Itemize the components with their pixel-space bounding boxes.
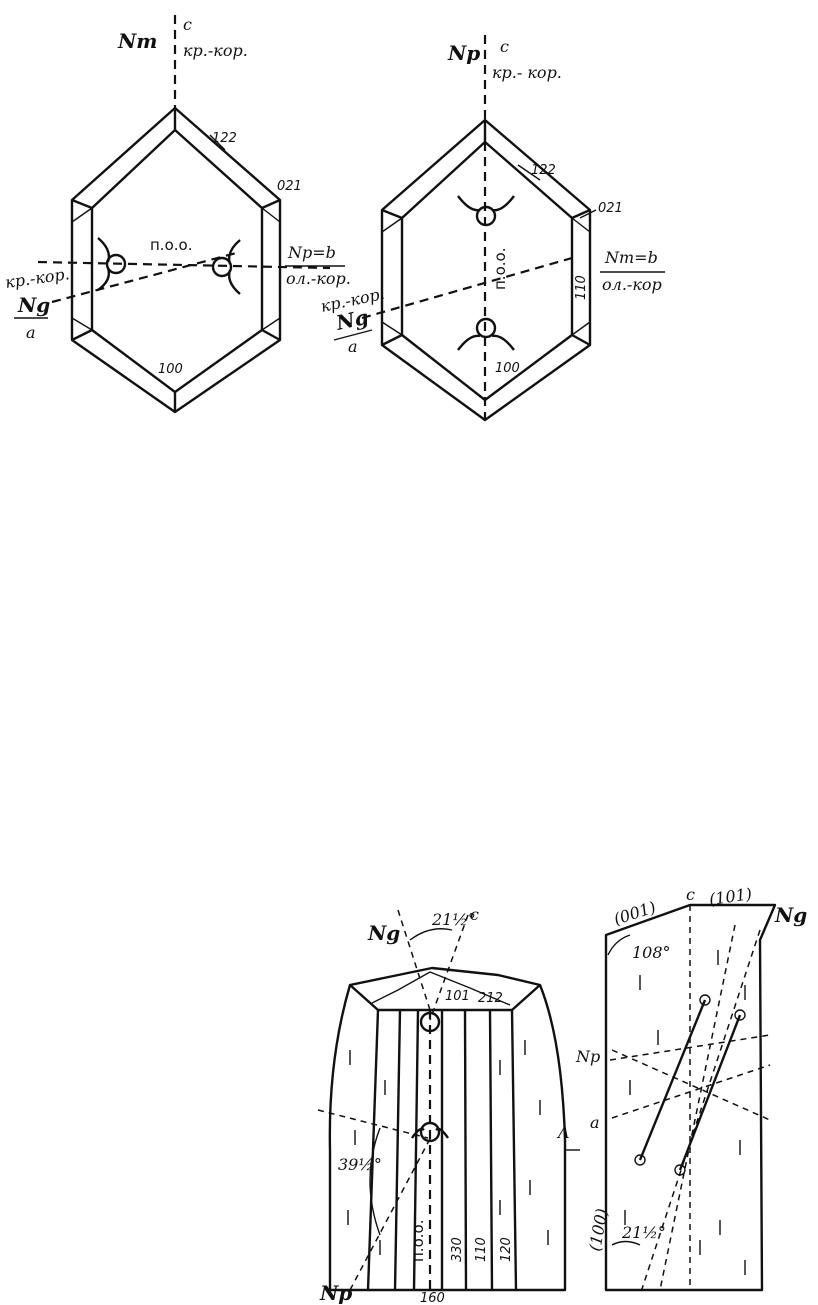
face-100-label: (100)	[585, 1207, 611, 1253]
face-101-label: 101	[445, 989, 470, 1004]
optic-axial-plane-label: п.о.о.	[150, 236, 192, 254]
face-021-label: 021	[277, 179, 302, 194]
a-label: a	[590, 1113, 600, 1132]
ng-label: Ng	[17, 293, 50, 317]
prism-outline	[330, 968, 565, 1290]
crystal-inner-outline	[402, 142, 572, 400]
ng-label: Ng	[774, 903, 807, 927]
olkor-label: ол.-кор.	[286, 269, 351, 288]
crystal-figure-4: (001) c (101) Ng 108° Np a (100) 21½°	[575, 884, 807, 1295]
a-axis-line	[52, 252, 240, 302]
optic-axial-plane-label: п.о.о.	[409, 1220, 427, 1262]
optic-axial-plane-label: п.о.о.	[491, 248, 509, 290]
face-100-label: 100	[158, 362, 183, 377]
nm-label: Nm	[117, 29, 157, 53]
face-021-label: 021	[598, 201, 623, 216]
crystal-figure-3: Ng 21½° c 101 212 39½° п.о.о. 330 110 12…	[318, 905, 580, 1305]
lambda-label: Λ	[556, 1123, 570, 1142]
c-label: c	[470, 905, 479, 924]
crystal-figure-2: Np c кр.- кор. 122 021 110 100 п.о.о. Nm…	[319, 35, 665, 420]
crystal-figure-1: Nm c кр.-кор. 122 021 100 п.о.о. Np=b ол…	[4, 15, 351, 412]
crystal-inner-outline	[92, 130, 262, 392]
face-212-label: 212	[478, 991, 503, 1006]
face-110-label: 110	[474, 1237, 489, 1262]
c-label: c	[183, 15, 192, 34]
nm-b-label: Nm=b	[604, 248, 658, 267]
a-label: a	[348, 337, 358, 356]
angle-108-label: 108°	[632, 943, 671, 962]
face-330-label: 330	[450, 1237, 465, 1262]
krkor-top-label: кр.-кор.	[183, 41, 248, 60]
np-label: Np	[575, 1047, 600, 1066]
angle-left-label: 39½°	[338, 1155, 382, 1174]
np-label: Np	[319, 1281, 352, 1305]
c-label: c	[500, 37, 509, 56]
krkor-top-label: кр.- кор.	[492, 63, 562, 82]
face-122-label: 122	[212, 131, 237, 146]
face-100-label: 100	[495, 361, 520, 376]
angle-bottom-label: 21½°	[621, 1223, 666, 1242]
a-label: a	[26, 323, 36, 342]
np-b-label: Np=b	[287, 243, 336, 262]
face-160-label: 160	[420, 1291, 445, 1305]
olkor-label: ол.-кор	[602, 275, 662, 294]
face-122-label: 122	[531, 163, 556, 178]
c-label: c	[686, 885, 695, 904]
ng-label: Ng	[367, 921, 400, 945]
np-label: Np	[447, 41, 480, 65]
face-120-label: 120	[499, 1237, 514, 1262]
krkor-left-label: кр.-кор.	[4, 264, 71, 292]
a-axis-line	[362, 258, 572, 318]
face-110-label: 110	[574, 275, 589, 300]
